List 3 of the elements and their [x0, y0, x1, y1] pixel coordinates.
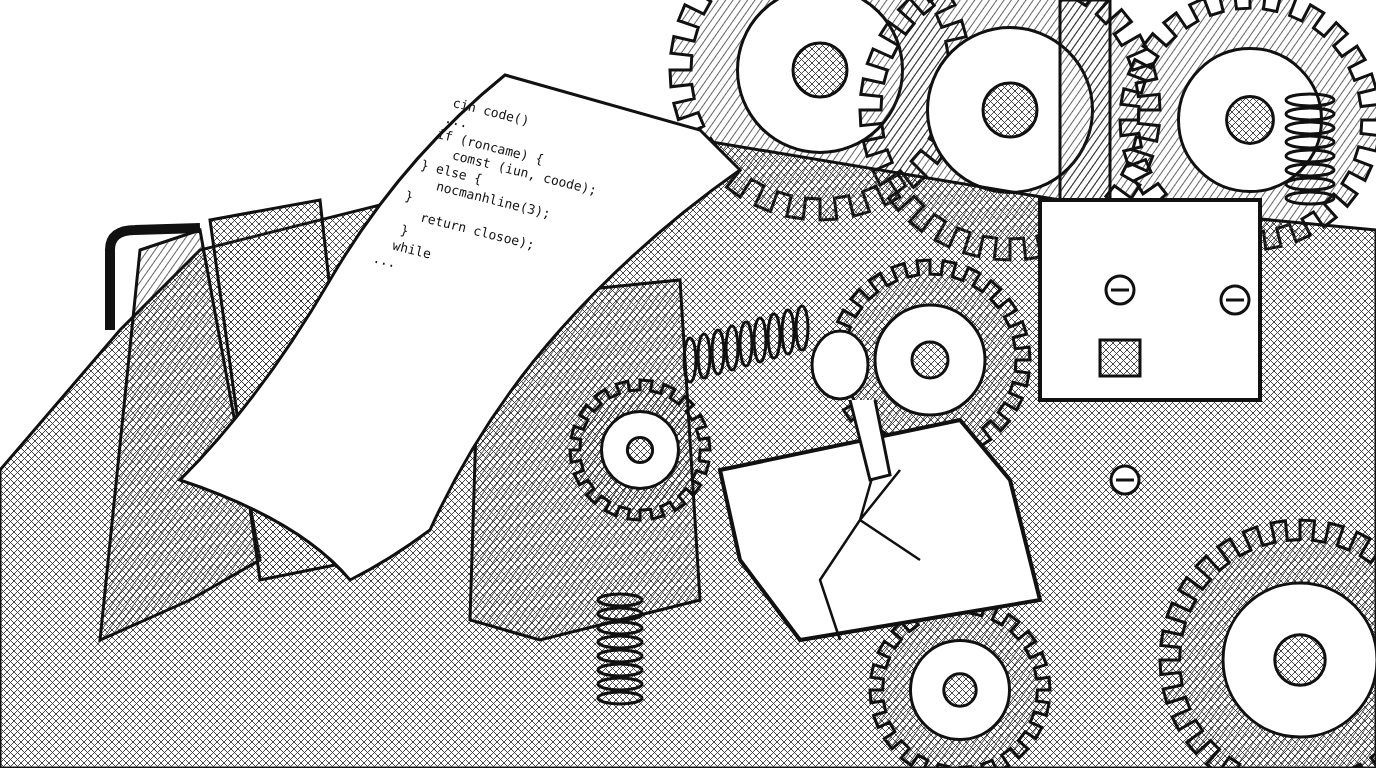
code-line: }: [399, 222, 411, 239]
code-line: }: [403, 188, 415, 205]
code-line: ...: [443, 110, 470, 131]
